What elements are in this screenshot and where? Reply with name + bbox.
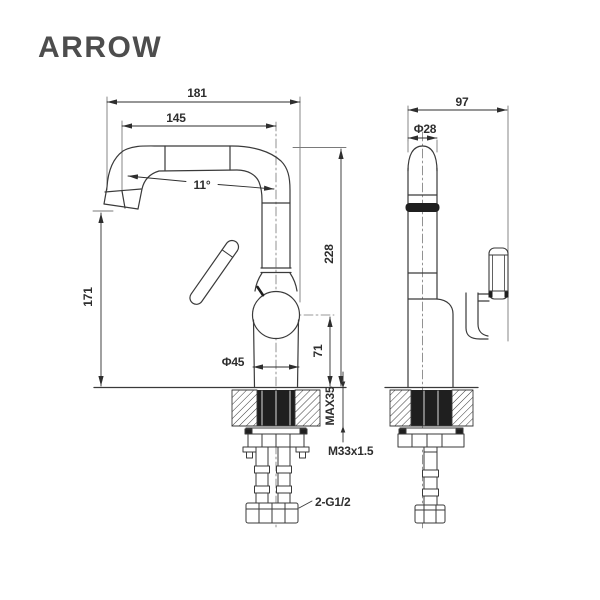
washer xyxy=(245,427,307,435)
ball-joint xyxy=(251,290,301,340)
front-mounting-deck xyxy=(93,386,347,427)
handle-arm-left xyxy=(465,292,489,340)
handle-arm-right xyxy=(477,292,489,337)
fixing-screw-left-shaft xyxy=(246,451,253,459)
dim-text-11deg: 11° xyxy=(194,178,211,192)
handle-lever xyxy=(189,239,240,305)
shank-tube-lines xyxy=(423,390,439,426)
neck-flare-right xyxy=(289,272,298,292)
nut-facets xyxy=(261,433,291,448)
supply-hose xyxy=(423,451,438,506)
pivot-pin-right xyxy=(504,291,509,298)
dim-line-11deg-b xyxy=(217,184,275,191)
mounting-nut xyxy=(397,433,465,448)
fixing-screw-right-shaft xyxy=(299,451,306,459)
front-dimensions xyxy=(98,99,346,443)
threaded-shank xyxy=(411,390,452,426)
hex-fitting-facets xyxy=(258,502,286,524)
dim-text-97: 97 xyxy=(456,95,469,109)
dim-text-181: 181 xyxy=(187,86,207,100)
hose-crimp-l1 xyxy=(254,465,270,474)
front-extension-lines xyxy=(92,96,347,303)
washer xyxy=(399,427,464,435)
aerator-face xyxy=(103,203,139,210)
body-right-profile xyxy=(436,298,454,389)
side-handle xyxy=(488,247,509,300)
dim-text-hoses: 2-G1/2 xyxy=(315,495,351,509)
side-dimensions xyxy=(407,107,508,141)
hose-crimp-r2 xyxy=(276,485,292,494)
countertop-hatch-left xyxy=(389,389,412,427)
dim-text-max35: MAX35 xyxy=(323,386,337,426)
supply-hose-right xyxy=(277,446,291,504)
washer-nub-right xyxy=(455,428,464,435)
shank-tube-lines xyxy=(261,390,291,426)
spout-outer-curve xyxy=(103,145,291,269)
max35-arrow-bottom xyxy=(340,426,346,433)
o-ring-band xyxy=(405,203,440,212)
fixing-screw-left xyxy=(242,446,257,453)
dim-text-71: 71 xyxy=(311,344,325,357)
countertop-hatch-left xyxy=(231,389,258,427)
brand-title: ARROW xyxy=(38,31,162,64)
skirt-right xyxy=(296,319,300,389)
lever-body xyxy=(189,239,240,305)
dim-text-dia28: Φ28 xyxy=(414,122,437,136)
dim-text-228: 228 xyxy=(322,244,336,264)
countertop-hatch-right xyxy=(294,389,321,427)
hose-spec-leader xyxy=(298,500,313,509)
countertop-hatch-right xyxy=(451,389,474,427)
neck-flare-left xyxy=(254,272,263,292)
hose-crimp-l2 xyxy=(254,485,270,494)
front-underdeck-hardware xyxy=(242,427,313,524)
dim-text-171: 171 xyxy=(81,287,95,307)
max35-arrow-top xyxy=(340,381,346,388)
handle-grip xyxy=(488,247,509,300)
skirt-left xyxy=(252,319,256,389)
fixing-screw xyxy=(423,446,438,453)
spout-dome-top xyxy=(407,145,438,172)
side-view: 97 Φ28 xyxy=(384,95,509,529)
base-skirt xyxy=(252,319,300,389)
side-underdeck-hardware xyxy=(397,427,465,524)
pivot-pin-left xyxy=(488,291,493,298)
lever-pivot-nub xyxy=(256,285,265,297)
hose-crimp-r1 xyxy=(276,465,292,474)
front-view: 181 145 11° 171 228 71 MAX35 Φ45 M33x1.5… xyxy=(81,86,374,531)
aerator-divider xyxy=(121,190,126,209)
spout-inner-curve xyxy=(137,169,263,269)
supply-hose-left xyxy=(255,446,269,504)
washer-nub-left xyxy=(398,428,407,435)
hose-crimp-1 xyxy=(422,469,439,478)
fixing-screw-right xyxy=(295,446,310,453)
dim-line-11deg-a xyxy=(127,174,187,182)
hose-hex-fitting xyxy=(414,504,446,524)
hose-crimp-2 xyxy=(422,488,439,497)
washer-nub-left xyxy=(244,428,253,435)
dim-text-thread: M33x1.5 xyxy=(328,444,374,458)
washer-nub-right xyxy=(299,428,308,435)
dim-text-145: 145 xyxy=(166,111,186,125)
side-mounting-deck xyxy=(384,386,479,427)
lever-cap-line xyxy=(221,249,234,258)
hex-fitting-facets xyxy=(423,504,437,524)
aerator-joint-line xyxy=(104,188,142,193)
faucet-outline xyxy=(103,145,298,292)
nut-facets xyxy=(411,433,443,448)
dim-text-dia45: Φ45 xyxy=(222,355,245,369)
